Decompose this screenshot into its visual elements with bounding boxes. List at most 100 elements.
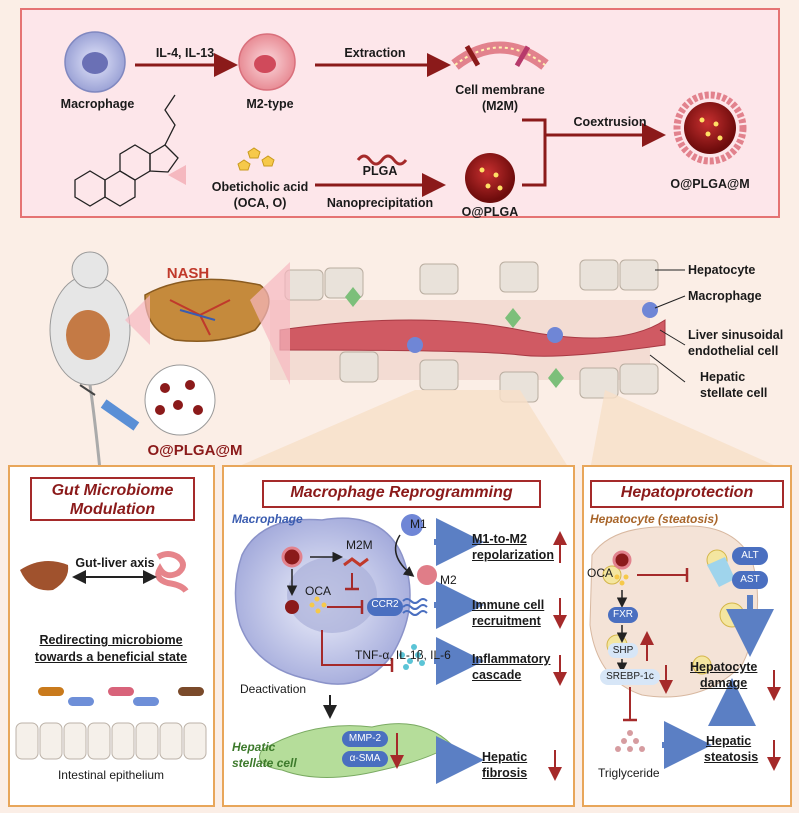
hsc-label-2: stellate cell	[232, 756, 297, 770]
macrophage-label: Macrophage	[60, 97, 135, 111]
triglyceride-icon	[615, 730, 645, 752]
deactivation-label: Deactivation	[240, 682, 307, 696]
outcome-fibrosis-1: Hepatic	[482, 750, 528, 764]
liver-icon	[144, 278, 270, 342]
gut-title: Gut Microbiome Modulation	[30, 477, 195, 521]
extraction-label: Extraction	[344, 46, 406, 60]
epithelium-label: Intestinal epithelium	[57, 768, 165, 782]
injection-label: O@PLGA@M	[147, 442, 243, 459]
redirect-label-2: towards a beneficial state	[34, 650, 188, 664]
steatosis-label-2: steatosis	[704, 750, 759, 764]
damage-label-2: damage	[700, 676, 748, 690]
oca-hepato-label: OCA	[587, 566, 614, 580]
fxr-box	[608, 607, 638, 623]
np-in-cell-icon	[281, 546, 303, 568]
gut-title-line2: Modulation	[69, 501, 156, 518]
alt-label: ALT	[741, 550, 759, 561]
macrophage-cell-icon	[64, 31, 126, 93]
steatosis-label-1: Hepatic	[706, 734, 752, 748]
legend-lsec-2: endothelial cell	[688, 344, 779, 358]
outcome-fibrosis-2: fibrosis	[482, 766, 528, 780]
nanoprecipitation-label: Nanoprecipitation	[326, 196, 434, 210]
asma-label: α-SMA	[349, 753, 381, 764]
m2m-label: M2M	[346, 538, 373, 552]
legend-hepatocyte: Hepatocyte	[688, 263, 756, 277]
outcome-repolarization-2: repolarization	[472, 548, 554, 562]
oca-molecule-icons	[237, 147, 275, 171]
alt-box	[732, 547, 768, 565]
final-np-label: O@PLGA@M	[670, 177, 750, 191]
asma-box	[342, 751, 388, 767]
hepato-panel-art	[589, 525, 781, 771]
oca-structure-icon	[74, 94, 179, 207]
m2-cell-icon	[238, 33, 296, 91]
coextrusion-label: Coextrusion	[573, 115, 647, 129]
outcome-inflammation-2: cascade	[472, 668, 522, 682]
outcome-recruitment-1: Immune cell	[472, 598, 545, 612]
gut-liver-icon	[20, 561, 69, 591]
legend-hsc-2: stellate cell	[700, 386, 768, 400]
legend-hsc-1: Hepatic	[700, 370, 746, 384]
syringe-icon	[79, 384, 140, 431]
srebp-label: SREBP-1c	[606, 671, 654, 682]
srebp-box	[600, 669, 660, 685]
cell-membrane-icon	[451, 41, 549, 70]
m1-label: M1	[410, 517, 427, 531]
oca-dots-icon	[309, 596, 327, 614]
nanoparticle-zoom-icon	[144, 364, 216, 436]
redirect-label-1: Redirecting microbiome	[39, 633, 183, 647]
zoom-wedge-hepato	[590, 390, 785, 470]
gut-title-line1: Gut Microbiome	[51, 482, 174, 499]
synthesis-panel	[20, 8, 780, 218]
m1-cell-icon	[401, 514, 423, 536]
triglyceride-label: Triglyceride	[598, 766, 660, 780]
mmp2-box	[342, 731, 388, 747]
plga-polymer-icon	[356, 154, 408, 166]
oca-macro-label: OCA	[305, 584, 332, 598]
mmp2-label: MMP-2	[348, 733, 382, 744]
liver-zoom-cone	[250, 262, 290, 385]
shp-box	[608, 643, 638, 658]
legend-lines	[649, 269, 686, 383]
legend-lsec-1: Liver sinusoidal	[688, 328, 784, 342]
intestine-icon	[155, 551, 189, 593]
gut-panel-art	[15, 551, 207, 760]
oca-label-2: (OCA, O)	[233, 196, 287, 210]
nash-label: NASH	[166, 265, 210, 282]
bacteria-icons	[38, 687, 204, 706]
plga-label: PLGA	[362, 164, 398, 178]
il-label: IL-4, IL-13	[155, 46, 215, 60]
o-plga-label: O@PLGA	[461, 205, 519, 219]
macrophage-nucleus-icon	[287, 557, 377, 633]
outcome-inflammation-1: Inflammatory	[472, 652, 551, 666]
pointer-triangle	[168, 165, 186, 185]
gut-liver-axis-label: Gut-liver axis	[75, 556, 155, 570]
oca-label-1: Obeticholic acid	[211, 180, 309, 194]
ccr2-label: CCR2	[371, 599, 399, 610]
fxr-label: FXR	[613, 609, 633, 620]
m2-label: M2	[440, 573, 457, 587]
alt-ast-cell-icon	[707, 557, 735, 587]
cell-membrane-label-1: Cell membrane	[455, 83, 545, 97]
intestinal-epithelium-icon	[15, 722, 207, 760]
ast-label: AST	[740, 574, 760, 585]
ast-box	[732, 571, 768, 589]
macro-panel-art	[234, 514, 567, 784]
final-nanoparticle-icon	[673, 91, 747, 165]
m2-small-cell-icon	[417, 565, 437, 585]
o-plga-nanoparticle-icon	[465, 153, 515, 203]
zoom-wedge-macro	[230, 390, 570, 470]
cytokines-label: TNF-α, IL-1β, IL-6	[355, 648, 451, 662]
damage-label-1: Hepatocyte	[690, 660, 758, 674]
cell-membrane-label-2: (M2M)	[481, 99, 519, 113]
shp-label: SHP	[612, 645, 634, 656]
m2-type-label: M2-type	[246, 97, 294, 111]
mouse-zoom-cone	[125, 295, 150, 345]
outcome-recruitment-2: recruitment	[472, 614, 541, 628]
m2m-membrane-icon	[343, 557, 369, 567]
hsc-label-1: Hepatic	[232, 740, 276, 754]
cytokine-dots-icon	[399, 644, 425, 670]
legend-macrophage: Macrophage	[688, 289, 762, 303]
outcome-repolarization-1: M1-to-M2	[472, 532, 527, 546]
